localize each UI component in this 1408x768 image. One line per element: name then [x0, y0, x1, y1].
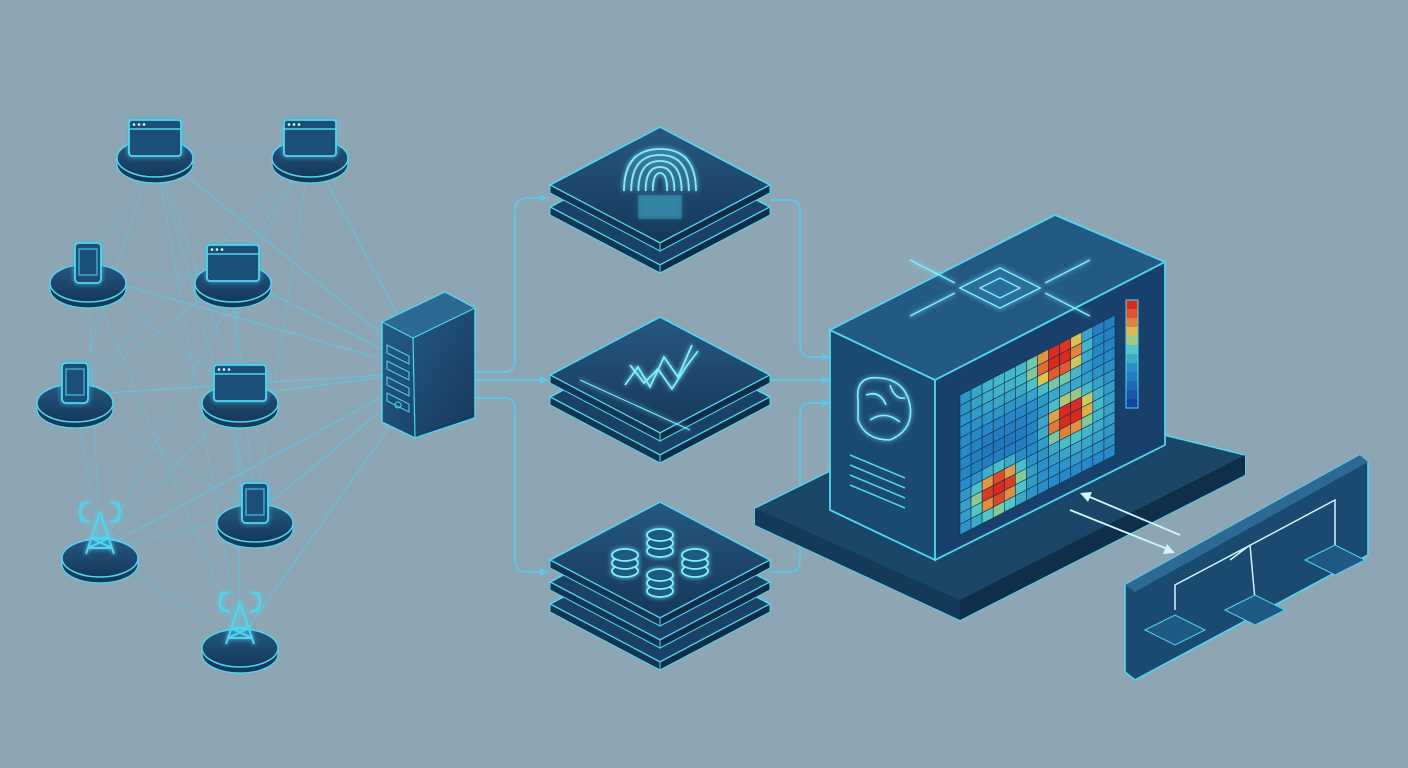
- mesh-link: [154, 149, 241, 641]
- output-node: [1223, 594, 1287, 626]
- layer-stack: [548, 316, 772, 464]
- power-led: [394, 401, 402, 409]
- server-top: [380, 291, 477, 339]
- line-chart-icon: [579, 344, 699, 431]
- source-node: [36, 362, 114, 429]
- text-line-placeholder: [849, 454, 906, 479]
- source-node: [201, 591, 279, 674]
- processing-layers: [548, 126, 772, 671]
- output-node: [1303, 544, 1367, 576]
- flow-arrow: [475, 197, 548, 373]
- arrow-head: [540, 194, 548, 202]
- output-node: [1143, 614, 1207, 646]
- server-hub: [380, 291, 477, 439]
- server-slot: [386, 344, 410, 365]
- ai-processor: [754, 214, 1246, 621]
- browser-window-icon: [206, 244, 260, 282]
- heatmap: [959, 314, 1116, 536]
- mesh-link: [154, 149, 241, 396]
- mesh-link: [232, 274, 241, 641]
- coin: [611, 548, 639, 562]
- smartphone-icon: [74, 242, 102, 284]
- mesh-link: [87, 274, 241, 641]
- arrow-head: [540, 568, 548, 576]
- coin: [646, 568, 674, 582]
- fingerprint-icon: [623, 148, 697, 219]
- arrow-head: [822, 376, 830, 384]
- chip-icon: [909, 259, 1091, 317]
- decision-tree-icon: [1174, 498, 1336, 610]
- browser-window-icon: [213, 364, 267, 402]
- network-link: [87, 274, 429, 373]
- layer-stack: [548, 501, 772, 671]
- source-node: [271, 119, 349, 184]
- text-line-placeholder: [849, 474, 906, 499]
- smartphone-icon: [241, 482, 269, 524]
- flow-arrow: [770, 199, 830, 358]
- coin: [646, 528, 674, 542]
- browser-window-icon: [283, 119, 337, 157]
- text-line-placeholder: [849, 464, 906, 489]
- server-slot: [386, 392, 410, 413]
- platform-top: [61, 538, 139, 578]
- bidirectional-arrow-icon: [1069, 494, 1181, 551]
- mesh-link: [254, 149, 311, 516]
- heatmap-cell: [1103, 443, 1116, 462]
- source-node: [216, 482, 294, 549]
- source-node: [201, 364, 279, 429]
- heatmap-color-scale: [1125, 299, 1139, 409]
- text-line-placeholder: [849, 484, 906, 509]
- server-slot: [386, 360, 410, 381]
- arrow-head: [540, 376, 548, 384]
- arrow-head: [822, 399, 830, 407]
- flow-arrow: [475, 397, 548, 573]
- mesh-link: [74, 149, 311, 396]
- coin: [681, 548, 709, 562]
- radio-tower-icon: [78, 501, 122, 555]
- arrow-head: [822, 353, 830, 361]
- source-node: [194, 244, 272, 309]
- network-link: [99, 371, 429, 551]
- mesh-link: [99, 149, 311, 551]
- database-stack-icon: [611, 528, 709, 598]
- platform-top: [201, 628, 279, 668]
- layer-stack: [548, 126, 772, 274]
- output-panel: [1124, 454, 1369, 681]
- smartphone-icon: [61, 362, 89, 404]
- source-node: [61, 501, 139, 584]
- source-devices: [36, 119, 349, 674]
- mesh-link: [154, 149, 256, 516]
- browser-window-icon: [128, 119, 182, 157]
- source-node: [49, 242, 127, 309]
- brain-icon: [856, 376, 912, 441]
- flow-arrows: [475, 194, 830, 576]
- source-node: [116, 119, 194, 184]
- radio-tower-icon: [218, 591, 262, 645]
- server-slot: [386, 376, 410, 397]
